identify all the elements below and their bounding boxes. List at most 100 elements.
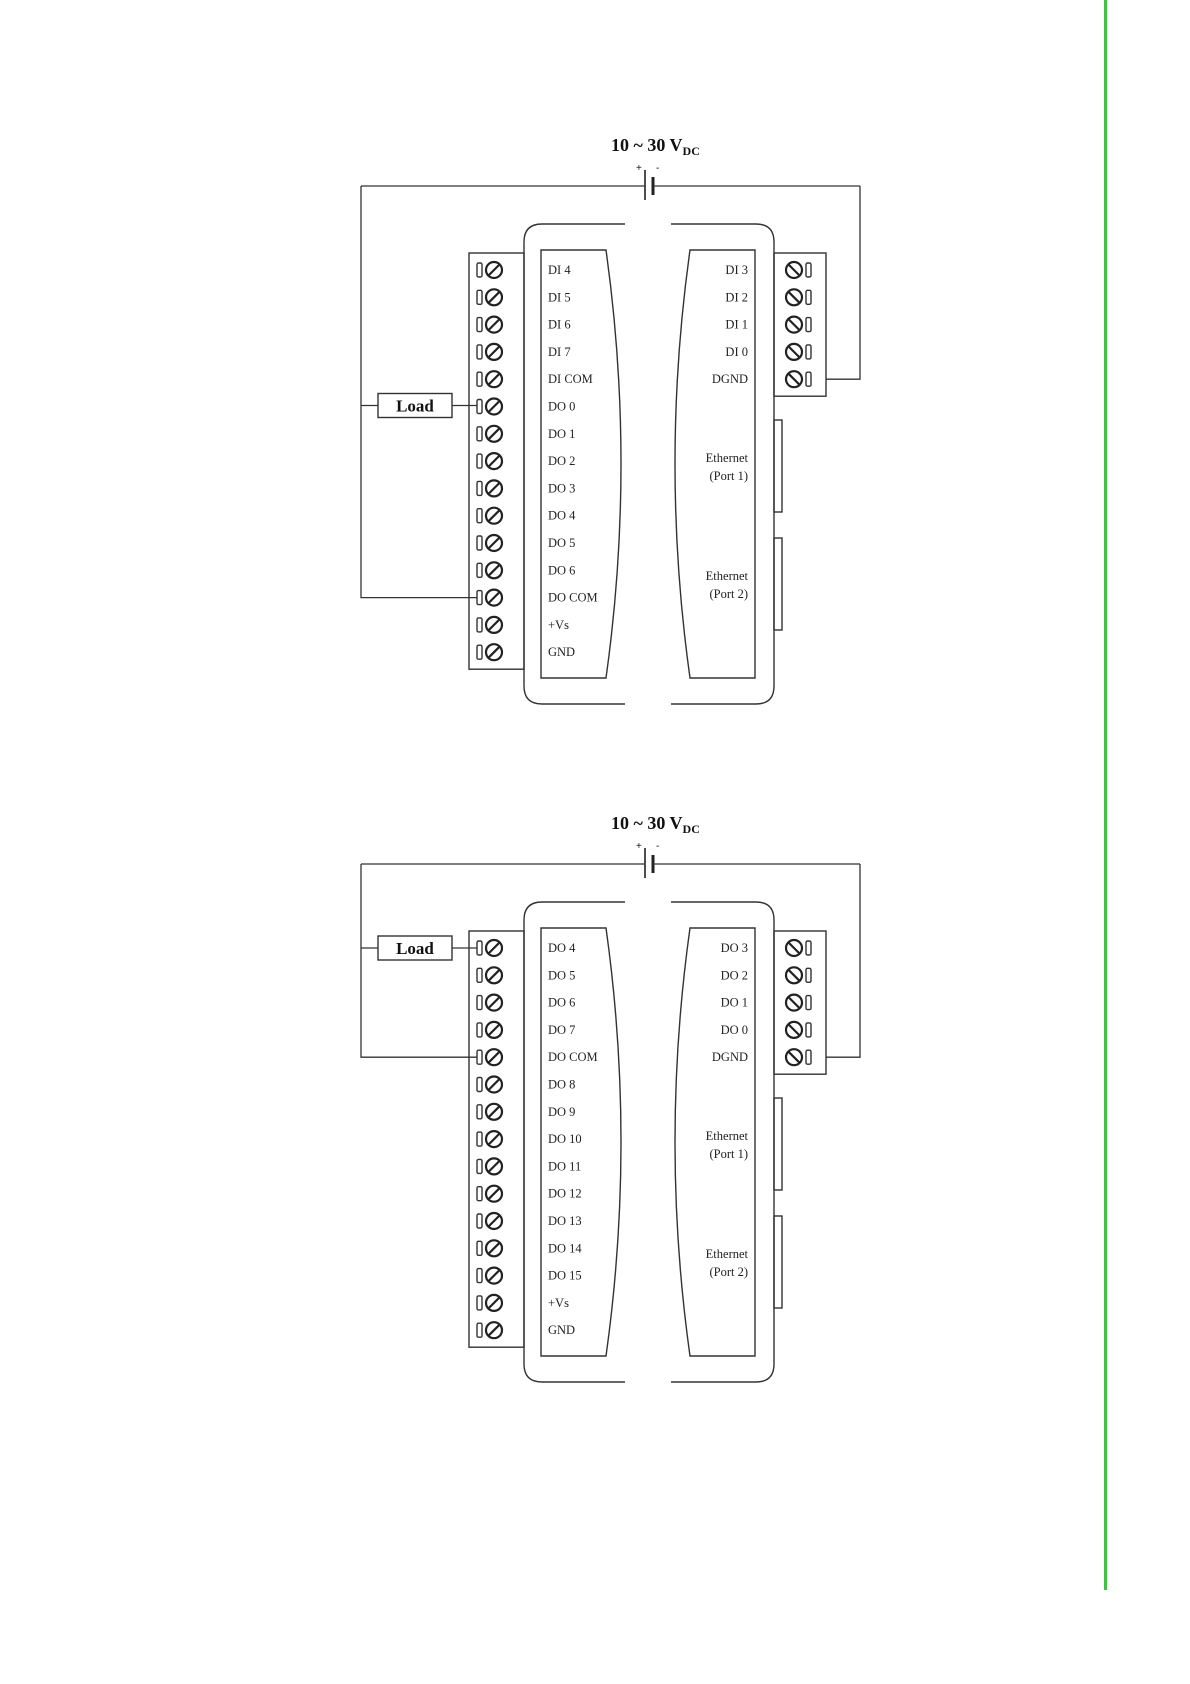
ethernet-port-name: (Port 2) — [709, 1265, 748, 1279]
left-terminal-10-slot — [476, 1185, 483, 1202]
left-terminal-label: DO 9 — [548, 1105, 575, 1119]
ethernet-port-label: Ethernet — [706, 451, 749, 465]
left-terminal-label: DO 15 — [548, 1269, 582, 1283]
right-terminal-label: DI 2 — [725, 290, 748, 304]
supply-wire-to-dgnd — [826, 186, 861, 380]
ethernet-port-name: (Port 1) — [709, 469, 748, 483]
ethernet-port-name: (Port 2) — [709, 587, 748, 601]
left-terminal-2-slot — [476, 967, 483, 983]
left-terminal-6-slot — [476, 398, 483, 415]
right-terminal-1-slot — [805, 262, 812, 278]
right-terminal-label: DO 2 — [721, 968, 748, 982]
left-terminal-label: DI COM — [548, 372, 593, 386]
right-terminal-5-screw-slash — [787, 1050, 801, 1064]
left-terminal-6-screw-slash — [487, 1078, 501, 1091]
left-terminal-12-screw-slash — [487, 1242, 501, 1255]
left-terminal-8-slot — [476, 453, 483, 469]
right-terminal-2-screw-slash — [787, 291, 801, 304]
left-terminal-11-screw-slash — [487, 1214, 501, 1228]
left-terminal-7-screw-slash — [487, 427, 501, 441]
left-terminal-14-screw-slash — [487, 1296, 501, 1310]
left-terminal-8-slot — [476, 1131, 483, 1147]
left-terminal-4-screw-slash — [487, 1023, 501, 1037]
left-terminal-4-slot — [476, 344, 483, 360]
load-label: Load — [396, 939, 434, 958]
left-terminal-11-slot — [476, 1213, 483, 1229]
left-terminal-14-slot — [476, 1295, 483, 1311]
left-terminal-label: DO 10 — [548, 1132, 582, 1146]
right-terminal-3-slot — [805, 316, 812, 333]
right-terminal-2-slot — [805, 967, 812, 983]
supply-wire-to-dgnd — [826, 864, 861, 1058]
right-terminal-label: DGND — [712, 1050, 748, 1064]
left-terminal-9-screw-slash — [487, 1160, 501, 1173]
left-label-panel — [540, 249, 622, 679]
supply-voltage-subscript: DC — [683, 144, 700, 158]
left-terminal-1-slot — [476, 940, 483, 956]
left-terminal-13-slot — [476, 1267, 483, 1284]
left-terminal-15-screw-slash — [487, 1323, 501, 1337]
left-terminal-label: DO 5 — [548, 536, 575, 550]
ethernet-port-2-jack — [773, 1215, 783, 1309]
ethernet-port-1-jack — [773, 1097, 783, 1191]
ethernet-port-label: Ethernet — [706, 569, 749, 583]
left-terminal-label: DO 6 — [548, 996, 575, 1010]
right-terminal-4-slot — [805, 1022, 812, 1038]
left-terminal-8-screw-slash — [487, 454, 501, 468]
right-terminal-3-slot — [805, 994, 812, 1011]
left-terminal-11-slot — [476, 535, 483, 551]
right-terminal-1-screw-slash — [787, 263, 801, 277]
supply-wire-to-com — [360, 864, 477, 1058]
left-terminal-5-screw-slash — [487, 1050, 501, 1064]
left-terminal-12-slot — [476, 1240, 483, 1257]
left-terminal-7-screw-slash — [487, 1105, 501, 1119]
left-terminal-15-slot — [476, 1322, 483, 1338]
left-terminal-1-slot — [476, 262, 483, 278]
right-terminal-1-screw-slash — [787, 941, 801, 955]
left-terminal-2-screw-slash — [487, 291, 501, 304]
left-terminal-11-screw-slash — [487, 536, 501, 550]
left-terminal-label: DI 5 — [548, 290, 571, 304]
left-terminal-label: DI 7 — [548, 345, 571, 359]
left-terminal-label: DI 4 — [548, 263, 571, 277]
right-label-panel — [674, 927, 756, 1357]
left-terminal-block — [468, 930, 525, 1348]
left-terminal-label: DO 2 — [548, 454, 575, 468]
left-terminal-label: DO 4 — [548, 509, 576, 523]
left-terminal-13-slot — [476, 589, 483, 606]
supply-voltage-value: 10 ~ 30 V — [611, 135, 683, 155]
right-terminal-label: DI 3 — [725, 263, 748, 277]
left-terminal-5-slot — [476, 371, 483, 387]
ethernet-port-label: Ethernet — [706, 1129, 749, 1143]
left-terminal-3-screw-slash — [487, 318, 501, 331]
left-terminal-14-slot — [476, 617, 483, 633]
left-terminal-label: GND — [548, 1323, 575, 1337]
ethernet-port-2-jack — [773, 537, 783, 631]
left-terminal-1-screw-slash — [487, 941, 501, 955]
left-terminal-8-screw-slash — [487, 1132, 501, 1146]
left-terminal-label: DO COM — [548, 591, 598, 605]
left-terminal-12-screw-slash — [487, 564, 501, 577]
left-terminal-10-screw-slash — [487, 1187, 501, 1200]
left-terminal-label: DO 6 — [548, 563, 575, 577]
ethernet-port-label: Ethernet — [706, 1247, 749, 1261]
left-terminal-9-screw-slash — [487, 482, 501, 495]
left-terminal-13-screw-slash — [487, 591, 501, 604]
left-terminal-label: DO 14 — [548, 1241, 582, 1255]
right-terminal-label: DO 3 — [721, 941, 748, 955]
right-terminal-3-screw-slash — [787, 318, 801, 331]
left-terminal-15-screw-slash — [487, 645, 501, 659]
right-terminal-label: DI 1 — [725, 318, 748, 332]
load-label: Load — [396, 397, 434, 416]
ethernet-port-1-jack — [773, 419, 783, 513]
left-terminal-7-slot — [476, 426, 483, 442]
right-terminal-block — [773, 252, 827, 397]
supply-voltage-label: 10 ~ 30 VDC — [611, 813, 700, 836]
left-terminal-label: DO 3 — [548, 481, 575, 495]
right-terminal-label: DO 0 — [721, 1023, 748, 1037]
left-terminal-6-slot — [476, 1076, 483, 1093]
left-terminal-label: DO 13 — [548, 1214, 582, 1228]
supply-voltage-value: 10 ~ 30 V — [611, 813, 683, 833]
